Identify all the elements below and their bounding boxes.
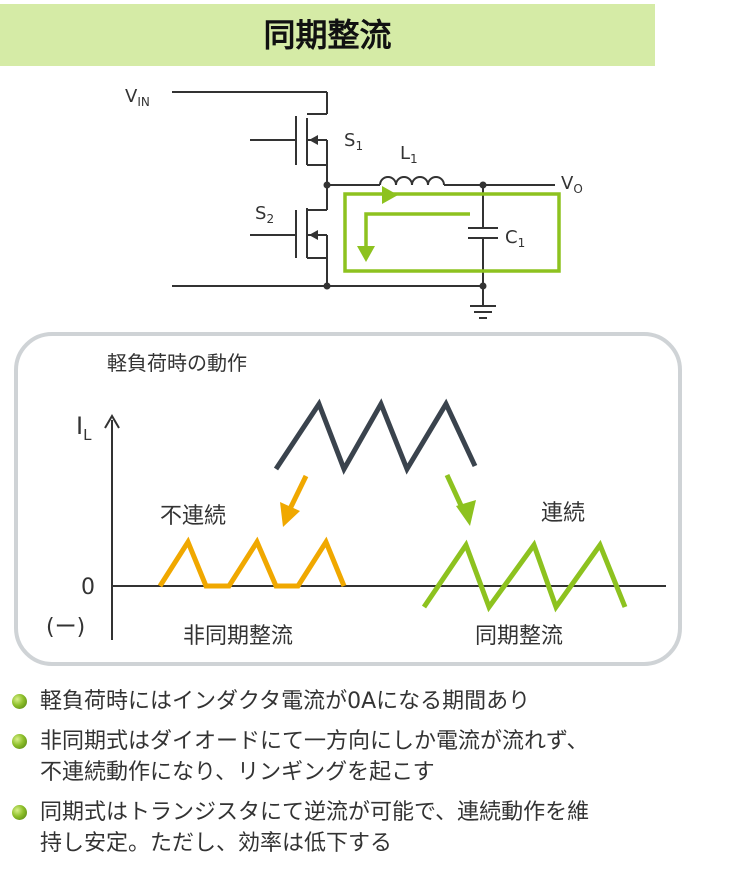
loop-arrow-down-icon [357, 246, 375, 262]
orange-arrow-head-icon [280, 502, 300, 527]
vo-label: VO [561, 173, 583, 196]
s1-label: S1 [344, 130, 363, 153]
il-axis-label: IL [76, 412, 92, 444]
discontinuous-waveform [157, 536, 347, 589]
continuous-label: 連続 [541, 501, 585, 526]
junction-dot [479, 282, 487, 290]
reverse-current-loop [343, 192, 561, 273]
bullet-line: 非同期式はダイオードにて一方向にしか電流が流れず、 [40, 729, 589, 754]
bullet-icon [12, 694, 27, 709]
green-arrow-head-icon [456, 500, 476, 526]
bullet-item: 非同期式はダイオードにて一方向にしか電流が流れず、 不連続動作になり、リンギング… [10, 726, 740, 788]
vin-label: VIN [125, 86, 150, 109]
l1-label: L1 [400, 143, 418, 166]
bullet-item: 軽負荷時にはインダクタ電流が0Aになる期間あり [10, 686, 740, 717]
bullet-line: 軽負荷時にはインダクタ電流が0Aになる期間あり [40, 689, 531, 714]
junction-dot [323, 282, 331, 290]
y-axis-arrow-icon [104, 414, 120, 429]
heavy-load-waveform [273, 398, 478, 475]
continuous-waveform [421, 539, 628, 613]
page-title: 同期整流 [263, 16, 392, 54]
junction-dot [479, 181, 487, 189]
inductor-coil [379, 176, 445, 186]
loop-arrow-right-icon [382, 186, 398, 204]
bullet-icon [12, 805, 27, 820]
discontinuous-label: 不連続 [160, 504, 226, 529]
junction-dot [323, 181, 331, 189]
s2-label: S2 [255, 203, 274, 226]
c1-label: C1 [505, 227, 525, 250]
bullet-line: 同期式はトランジスタにて逆流が可能で、連続動作を維 [40, 800, 590, 825]
panel-heading: 軽負荷時の動作 [107, 351, 247, 375]
async-rectification-label: 非同期整流 [183, 624, 293, 649]
bullet-list: 軽負荷時にはインダクタ電流が0Aになる期間あり 非同期式はダイオードにて一方向に… [10, 686, 740, 868]
bullet-item: 同期式はトランジスタにて逆流が可能で、連続動作を維 持し安定。ただし、効率は低下… [10, 797, 740, 859]
waveform-panel [14, 332, 682, 666]
s1-arrow-icon [309, 135, 318, 145]
bullet-icon [12, 734, 27, 749]
negative-label: (ー) [46, 615, 85, 640]
sync-rectification-label: 同期整流 [475, 624, 563, 649]
s2-arrow-icon [309, 230, 318, 240]
orange-arrow [285, 474, 309, 515]
title-bar [0, 4, 655, 66]
bullet-line: 持し安定。ただし、効率は低下する [40, 831, 393, 856]
circuit-schematic [172, 91, 555, 319]
bullet-line: 不連続動作になり、リンギングを起こす [40, 760, 435, 785]
zero-label: 0 [81, 575, 95, 600]
